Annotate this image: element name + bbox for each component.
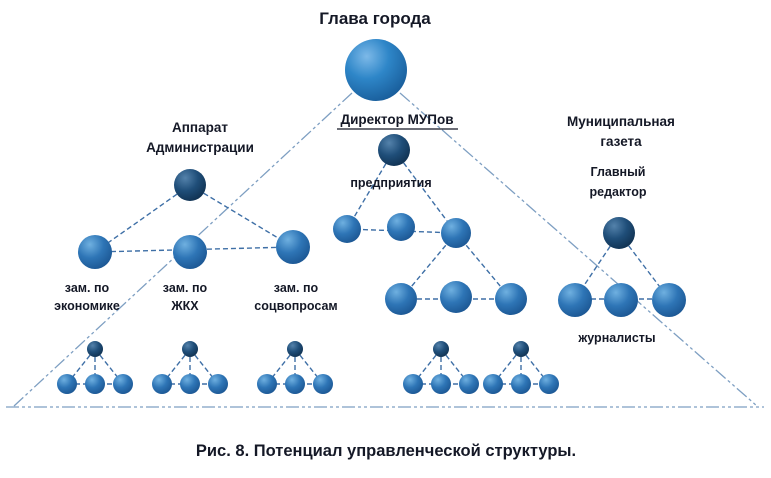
deputy-social-label-line1: зам. по [274, 281, 319, 295]
connector-line [618, 232, 670, 300]
node-administration [174, 169, 206, 201]
administration-label-line1: Аппарат [172, 120, 228, 135]
connector-line [346, 228, 457, 234]
deputy-economy-label-line1: зам. по [65, 281, 110, 295]
administration-label-line2: Администрации [146, 140, 254, 155]
node-deputy-housing [173, 235, 207, 269]
node-city-head [345, 39, 407, 101]
node-enterprise [333, 215, 361, 243]
deputy-housing-label-line2: ЖКХ [170, 299, 199, 313]
pyramid-right-edge [399, 92, 758, 407]
node-enterprise [495, 283, 527, 315]
connector-line [94, 184, 191, 253]
connector-line [189, 184, 294, 248]
newspaper-label-line2: газета [600, 134, 642, 149]
node-journalist [558, 283, 592, 317]
connector-line [393, 149, 457, 234]
staff-tree [482, 340, 560, 395]
node-deputy-social [276, 230, 310, 264]
node-deputy-economy [78, 235, 112, 269]
node-journalist [604, 283, 638, 317]
staff-tree [56, 340, 134, 395]
connector-line [346, 149, 395, 230]
node-mup-director [378, 134, 410, 166]
mup-director-label: Директор МУПов [341, 112, 454, 127]
diagram-title: Глава города [319, 9, 431, 28]
staff-tree [402, 340, 480, 395]
deputy-economy-label-line2: экономике [54, 299, 120, 313]
node-enterprise [387, 213, 415, 241]
mup-connectors [346, 149, 512, 300]
newspaper-label-line1: Муниципальная [567, 114, 675, 129]
deputy-housing-label-line1: зам. по [163, 281, 208, 295]
node-journalist [652, 283, 686, 317]
enterprises-label: предприятия [350, 176, 431, 190]
editor-label-line2: редактор [590, 185, 647, 199]
connector-line [455, 232, 512, 300]
figure-caption: Рис. 8. Потенциал управленческой структу… [196, 442, 576, 460]
node-chief-editor [603, 217, 635, 249]
editor-label-line1: Главный [591, 165, 646, 179]
node-enterprise [440, 281, 472, 313]
node-enterprise [441, 218, 471, 248]
staff-tree [256, 340, 334, 395]
staff-tree [151, 340, 229, 395]
connector-line [400, 232, 457, 300]
deputy-social-label-line2: соцвопросам [254, 299, 337, 313]
journalists-label: журналисты [577, 331, 655, 345]
node-enterprise [385, 283, 417, 315]
